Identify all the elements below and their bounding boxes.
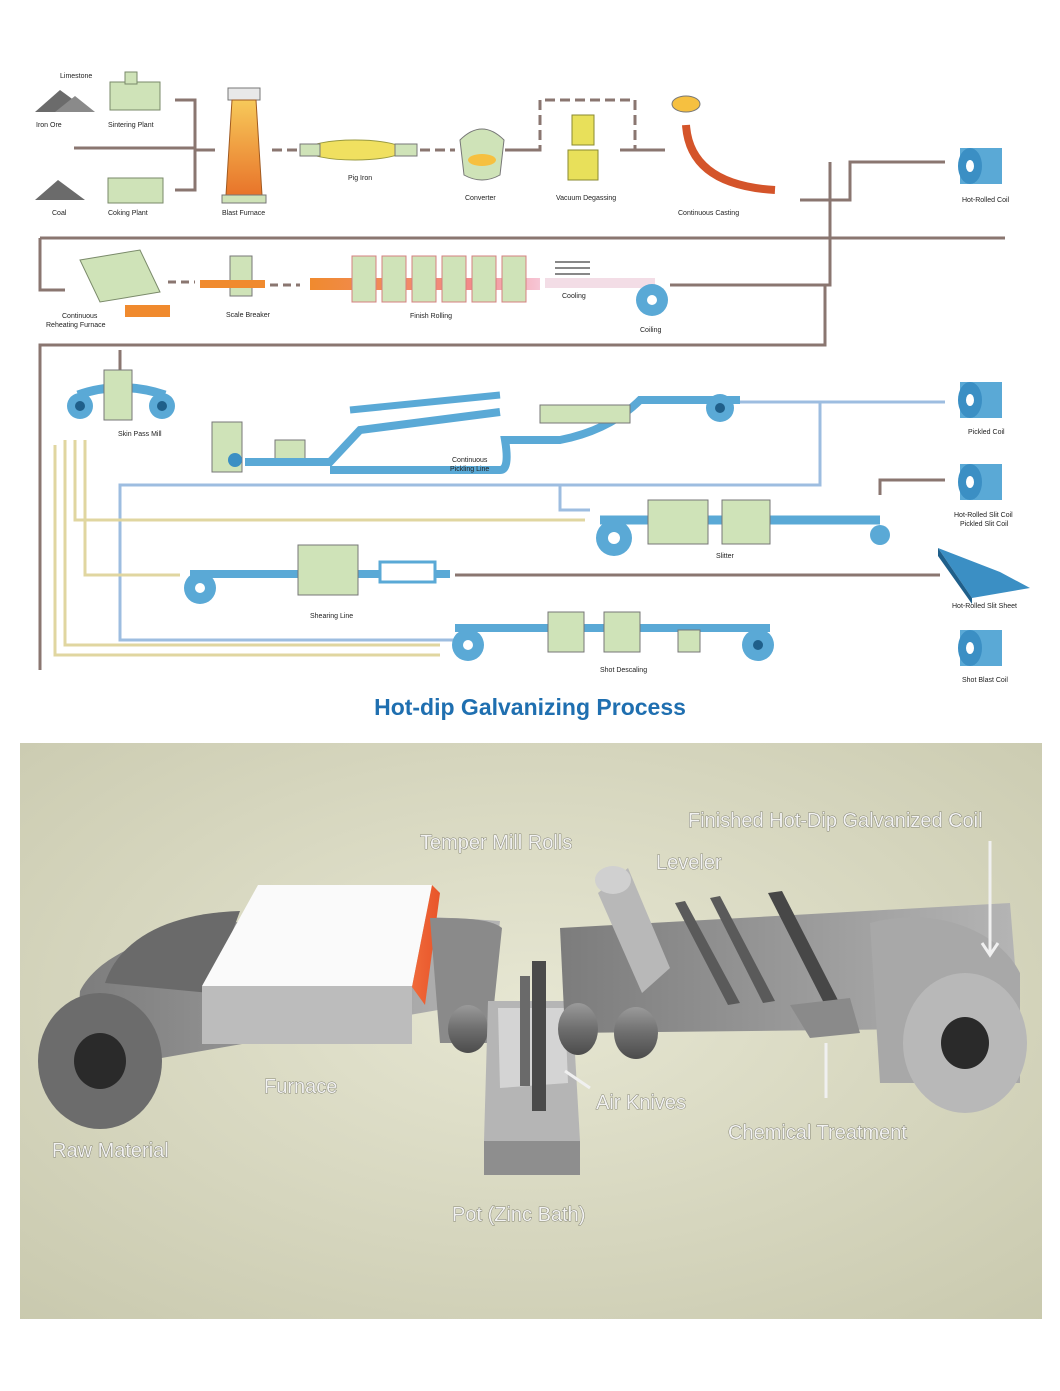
temper-mill-rolls [595,866,670,1059]
label-pig-iron: Pig Iron [348,175,372,182]
label-sintering-plant: Sintering Plant [108,122,154,129]
label-pickling-line-1: Continuous [452,457,488,464]
coiler [636,284,668,316]
scale-breaker [200,255,265,297]
label-vacuum-degassing: Vacuum Degassing [556,195,616,202]
label-shearing-line: Shearing Line [310,613,353,620]
leveler-rolls [675,891,842,1011]
finished-coil [870,917,1027,1113]
pig-iron-car [299,139,418,161]
chemical-treatment-unit [790,998,860,1038]
label-cooling: Cooling [562,293,586,300]
label-coiling: Coiling [640,327,662,334]
coking-plant [107,177,164,204]
label-temper-mill-rolls: Temper Mill Rolls [420,832,572,854]
flow-lines [38,98,1005,670]
vacuum-degassing [567,114,599,181]
label-slit-coil-2: Pickled Slit Coil [960,521,1009,528]
label-converter: Converter [465,195,496,202]
slitter-line [596,499,890,556]
label-coal: Coal [52,210,67,217]
label-furnace: Furnace [264,1076,337,1098]
label-blast-furnace: Blast Furnace [222,210,265,217]
galvanizing-process-illustration: Finished Hot-Dip Galvanized Coil Temper … [20,743,1042,1319]
coal-pile [35,180,85,200]
label-reheating-furnace-1: Continuous [62,313,98,320]
label-continuous-casting: Continuous Casting [678,210,739,217]
label-raw-material: Raw Material [52,1140,169,1162]
pickling-line [211,391,740,474]
label-skin-pass-mill: Skin Pass Mill [118,431,162,438]
label-scale-breaker: Scale Breaker [226,312,271,319]
label-pot: Pot (Zinc Bath) [452,1204,585,1226]
steel-process-flow-diagram: Limestone Iron Ore Sintering Plant Coal … [35,71,1030,684]
label-reheating-furnace-2: Reheating Furnace [46,322,106,329]
converter [459,128,505,181]
finish-rolling-mill [310,255,540,303]
label-pickled-coil: Pickled Coil [968,429,1005,436]
slit-sheet-icon [938,548,1030,604]
shearing-line [184,544,450,604]
skin-pass-mill [67,369,175,421]
reheating-furnace [79,249,170,317]
label-finished-coil: Finished Hot-Dip Galvanized Coil [688,810,983,832]
label-hot-rolled-coil: Hot-Rolled Coil [962,197,1010,204]
label-iron-ore: Iron Ore [36,122,62,129]
label-leveler: Leveler [656,852,722,874]
shot-blast-coil-icon [958,630,1002,666]
label-slitter: Slitter [716,553,735,560]
label-slit-sheet: Hot-Rolled Slit Sheet [952,603,1017,610]
zinc-pot [448,961,580,1175]
sintering-plant [109,71,161,111]
cooling-section [545,261,655,288]
shot-descaling-line [452,611,774,661]
label-shot-blast-coil: Shot Blast Coil [962,677,1008,684]
label-air-knives: Air Knives [596,1092,686,1114]
label-finish-rolling: Finish Rolling [410,313,452,320]
label-slit-coil-1: Hot-Rolled Slit Coil [954,512,1013,519]
continuous-casting [671,95,776,194]
pickled-coil-icon [958,382,1002,418]
label-coking-plant: Coking Plant [108,210,148,217]
iron-ore-pile [35,90,95,112]
label-chemical-treatment: Chemical Treatment [728,1122,907,1144]
label-limestone: Limestone [60,73,92,80]
label-shot-descaling: Shot Descaling [600,667,647,674]
slit-coil-icon [958,464,1002,500]
label-pointers [564,841,1000,1098]
furnace [202,885,440,1044]
section-title: Hot-dip Galvanizing Process [374,694,686,720]
label-pickling-line-2: Pickling Line [450,466,489,473]
blast-furnace [221,87,267,204]
hot-rolled-coil-icon [958,148,1002,184]
